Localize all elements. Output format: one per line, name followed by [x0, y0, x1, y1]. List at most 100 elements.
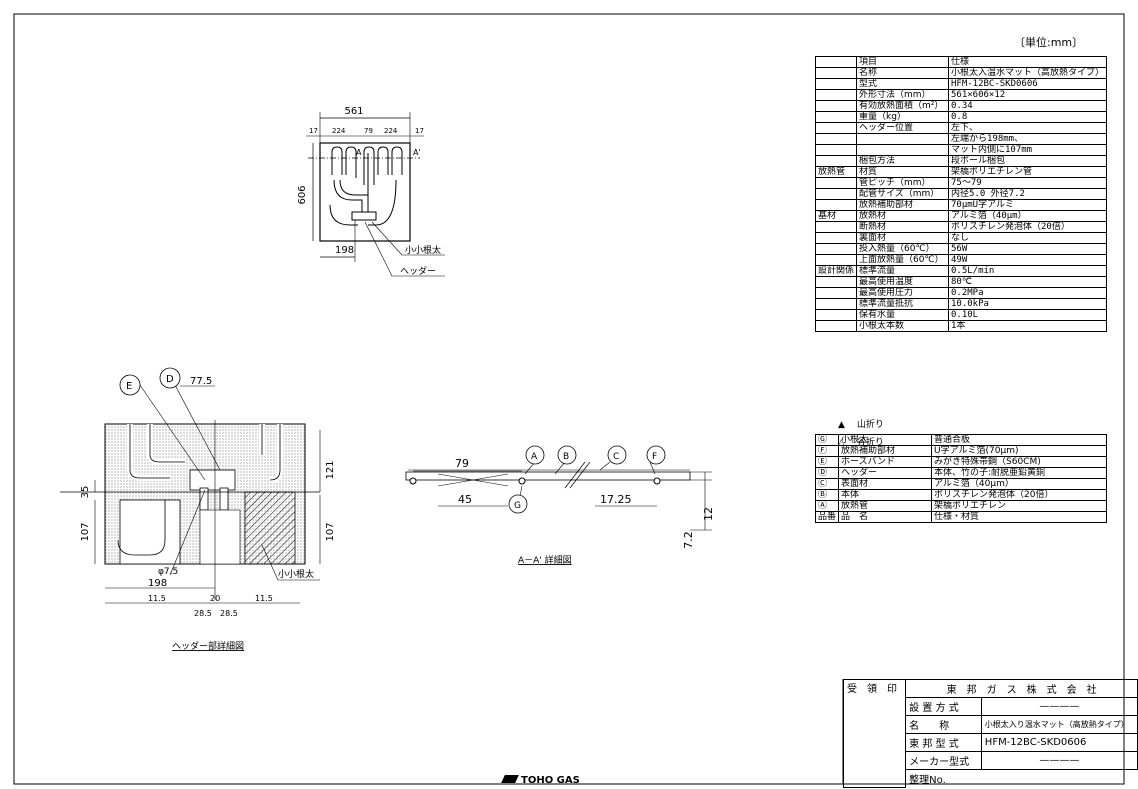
dim-198: 198	[335, 245, 354, 256]
spec-label: 断熱材	[856, 221, 949, 233]
dim-17b: 17	[415, 127, 424, 135]
spec-group	[814, 309, 858, 321]
dim-115a: 11.5	[148, 594, 166, 603]
spec-label: 小根太本数	[856, 320, 949, 332]
caption-header-detail: ヘッダー部詳細図	[172, 640, 244, 652]
pipe-loops	[331, 146, 403, 185]
spec-value: 左下、	[947, 122, 1108, 134]
spec-group	[814, 100, 858, 112]
callout-e-circle	[119, 374, 141, 396]
spec-label: 投入熱量（60℃）	[856, 243, 949, 255]
spec-group	[814, 67, 858, 79]
parts-material: 仕様・材質	[931, 511, 1107, 523]
spec-value: 561×606×12	[947, 89, 1108, 101]
parts-mark: Ⓑ	[814, 489, 840, 501]
section-mark-a: A	[356, 148, 362, 157]
spec-group	[814, 111, 858, 123]
dim-224b: 224	[384, 127, 398, 135]
maker-label: メーカー型式	[905, 751, 982, 770]
parts-name: 放熱補助部材	[838, 445, 933, 457]
dim-561: 561	[344, 106, 363, 117]
spec-group	[814, 89, 858, 101]
callout-c: C	[613, 452, 619, 462]
parts-mark: Ⓒ	[814, 478, 840, 490]
spec-group	[814, 56, 858, 68]
maker-value: ————	[980, 751, 1138, 770]
spec-group	[814, 287, 858, 299]
header-detail-view: E D 77.5 121 35 107 107 198 φ7.5 11.5 20…	[60, 367, 336, 618]
dim-phi: φ7.5	[158, 567, 178, 577]
section-mark-a2: A'	[413, 148, 421, 157]
spec-group: 放熱管	[814, 166, 858, 178]
parts-material: U字アルミ箔(70μm)	[931, 445, 1107, 457]
spec-value: 80℃	[947, 276, 1108, 288]
spec-row: 配管サイズ（mm）内径5.0 外径7.2	[814, 188, 1108, 200]
spec-value: マット内側に107mm	[947, 144, 1108, 156]
spec-value: 49W	[947, 254, 1108, 266]
spec-group	[814, 232, 858, 244]
spec-value: 架橋ポリエチレン管	[947, 166, 1108, 178]
spec-group	[814, 243, 858, 255]
title-block: 受 領 印 東 邦 ガ ス 株 式 会 社 設 置 方 式 ———— 名 称 小…	[842, 679, 1138, 788]
spec-value: 左端から198mm、	[947, 133, 1108, 145]
label-joist-plan: 小小根太	[405, 244, 441, 256]
dim-20: 20	[210, 594, 220, 603]
spec-value: 10.0kPa	[947, 298, 1108, 310]
model-value: HFM-12BC-SKD0606	[980, 733, 1138, 752]
parts-mark: Ⓕ	[814, 445, 840, 457]
spec-value: 75～79	[947, 177, 1108, 189]
model-label: 東 邦 型 式	[905, 733, 982, 752]
received-stamp: 受 領 印	[842, 679, 907, 788]
spec-value: 70μmU字アルミ	[947, 199, 1108, 211]
spec-group	[814, 188, 858, 200]
spec-label: 標準流量抵抗	[856, 298, 949, 310]
dim-79: 79	[364, 127, 373, 135]
parts-mark: Ⓐ	[814, 500, 840, 512]
spec-value: 段ボール梱包	[947, 155, 1108, 167]
spec-label: 上面放熱量（60℃）	[856, 254, 949, 266]
spec-label: 標準流量	[856, 265, 949, 277]
spec-row: 重量（kg）0.8	[814, 111, 1108, 123]
spec-group	[814, 298, 858, 310]
spec-row: 外形寸法（mm）561×606×12	[814, 89, 1108, 101]
spec-value: 0.8	[947, 111, 1108, 123]
spec-label: 最高使用温度	[856, 276, 949, 288]
spec-value: アルミ箔（40μm）	[947, 210, 1108, 222]
spec-label	[856, 133, 949, 145]
spec-value: 0.5L/min	[947, 265, 1108, 277]
spec-row: 管ピッチ（mm）75～79	[814, 177, 1108, 189]
spec-row: 放熱管材質架橋ポリエチレン管	[814, 166, 1108, 178]
label-header-plan: ヘッダー	[400, 265, 436, 277]
spec-label: 重量（kg）	[856, 111, 949, 123]
spec-group	[814, 276, 858, 288]
spec-label: 名称	[856, 67, 949, 79]
spec-value: 仕様	[947, 56, 1108, 68]
name-value: 小根太入り温水マット（高放熱タイプ）	[980, 715, 1138, 734]
dim-35: 35	[80, 486, 91, 499]
joist-hatch	[244, 491, 296, 565]
spec-label: 保有水量	[856, 309, 949, 321]
parts-name: 表面材	[838, 478, 933, 490]
dim-12: 12	[702, 507, 715, 521]
spec-row: 有効放熱面積（m²）0.34	[814, 100, 1108, 112]
spec-group	[814, 122, 858, 134]
parts-name: ホースバンド	[838, 456, 933, 468]
spec-label: ヘッダー位置	[856, 122, 949, 134]
spec-value: HFM-12BC-SKD0606	[947, 78, 1108, 90]
callout-b: B	[563, 452, 569, 462]
dim-775: 77.5	[190, 376, 212, 387]
callout-g: G	[514, 501, 521, 511]
parts-material: 普通合板	[931, 434, 1107, 446]
spec-row: 名称小根太入温水マット（高放熱タイプ）	[814, 67, 1108, 79]
spec-row: 上面放熱量（60℃）49W	[814, 254, 1108, 266]
dim-1725: 17.25	[600, 493, 632, 506]
section-detail-view: A B C F G 79 45 17.25 7.2 12	[405, 445, 715, 549]
spec-label: 最高使用圧力	[856, 287, 949, 299]
